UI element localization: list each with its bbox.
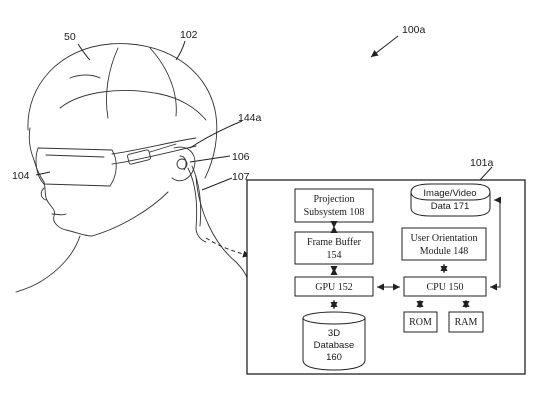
ref-102-headset: 102 xyxy=(180,29,198,41)
frame-buffer-box xyxy=(294,231,374,265)
head-illustration xyxy=(15,43,249,293)
rom-box xyxy=(403,311,438,333)
ref-107-cable: 107 xyxy=(232,171,250,183)
ram-box xyxy=(448,311,484,333)
user-orientation-label-2: Module 148 xyxy=(420,246,469,257)
database-label-1: 3D xyxy=(328,328,340,339)
ref-100a: 100a xyxy=(402,24,426,36)
frame-buffer-label-2: 154 xyxy=(327,250,342,261)
ref-104-eyepiece: 104 xyxy=(12,170,30,182)
projection-subsystem-box xyxy=(294,188,374,223)
image-video-label-2: Data 171 xyxy=(431,201,470,212)
gpu-box xyxy=(294,276,374,297)
figure-reference-arrow xyxy=(370,35,399,58)
projection-subsystem-label-2: Subsystem 108 xyxy=(304,207,365,218)
cpu-label: CPU 150 xyxy=(427,282,464,293)
ref-106-speaker: 106 xyxy=(232,151,250,163)
user-orientation-module-box xyxy=(401,227,487,261)
database-label-2: Database xyxy=(314,340,355,351)
ref-101a-system: 101a xyxy=(470,157,494,169)
block-connectors xyxy=(330,196,501,309)
cable-connector-arrow xyxy=(205,237,251,258)
rom-label: ROM xyxy=(409,317,432,328)
gpu-label: GPU 152 xyxy=(315,282,353,293)
frame-buffer-label-1: Frame Buffer xyxy=(307,237,362,248)
ref-144a-camera: 144a xyxy=(238,112,262,124)
cpu-box xyxy=(403,276,487,297)
database-label-3: 160 xyxy=(326,352,342,363)
image-video-label-1: Image/Video xyxy=(423,188,476,199)
user-orientation-label-1: User Orientation xyxy=(411,233,478,244)
ram-label: RAM xyxy=(455,317,478,328)
3d-database-store xyxy=(302,311,366,371)
projection-subsystem-label-1: Projection xyxy=(313,194,354,205)
ref-50-head: 50 xyxy=(64,31,76,43)
leader-lines xyxy=(35,40,493,191)
